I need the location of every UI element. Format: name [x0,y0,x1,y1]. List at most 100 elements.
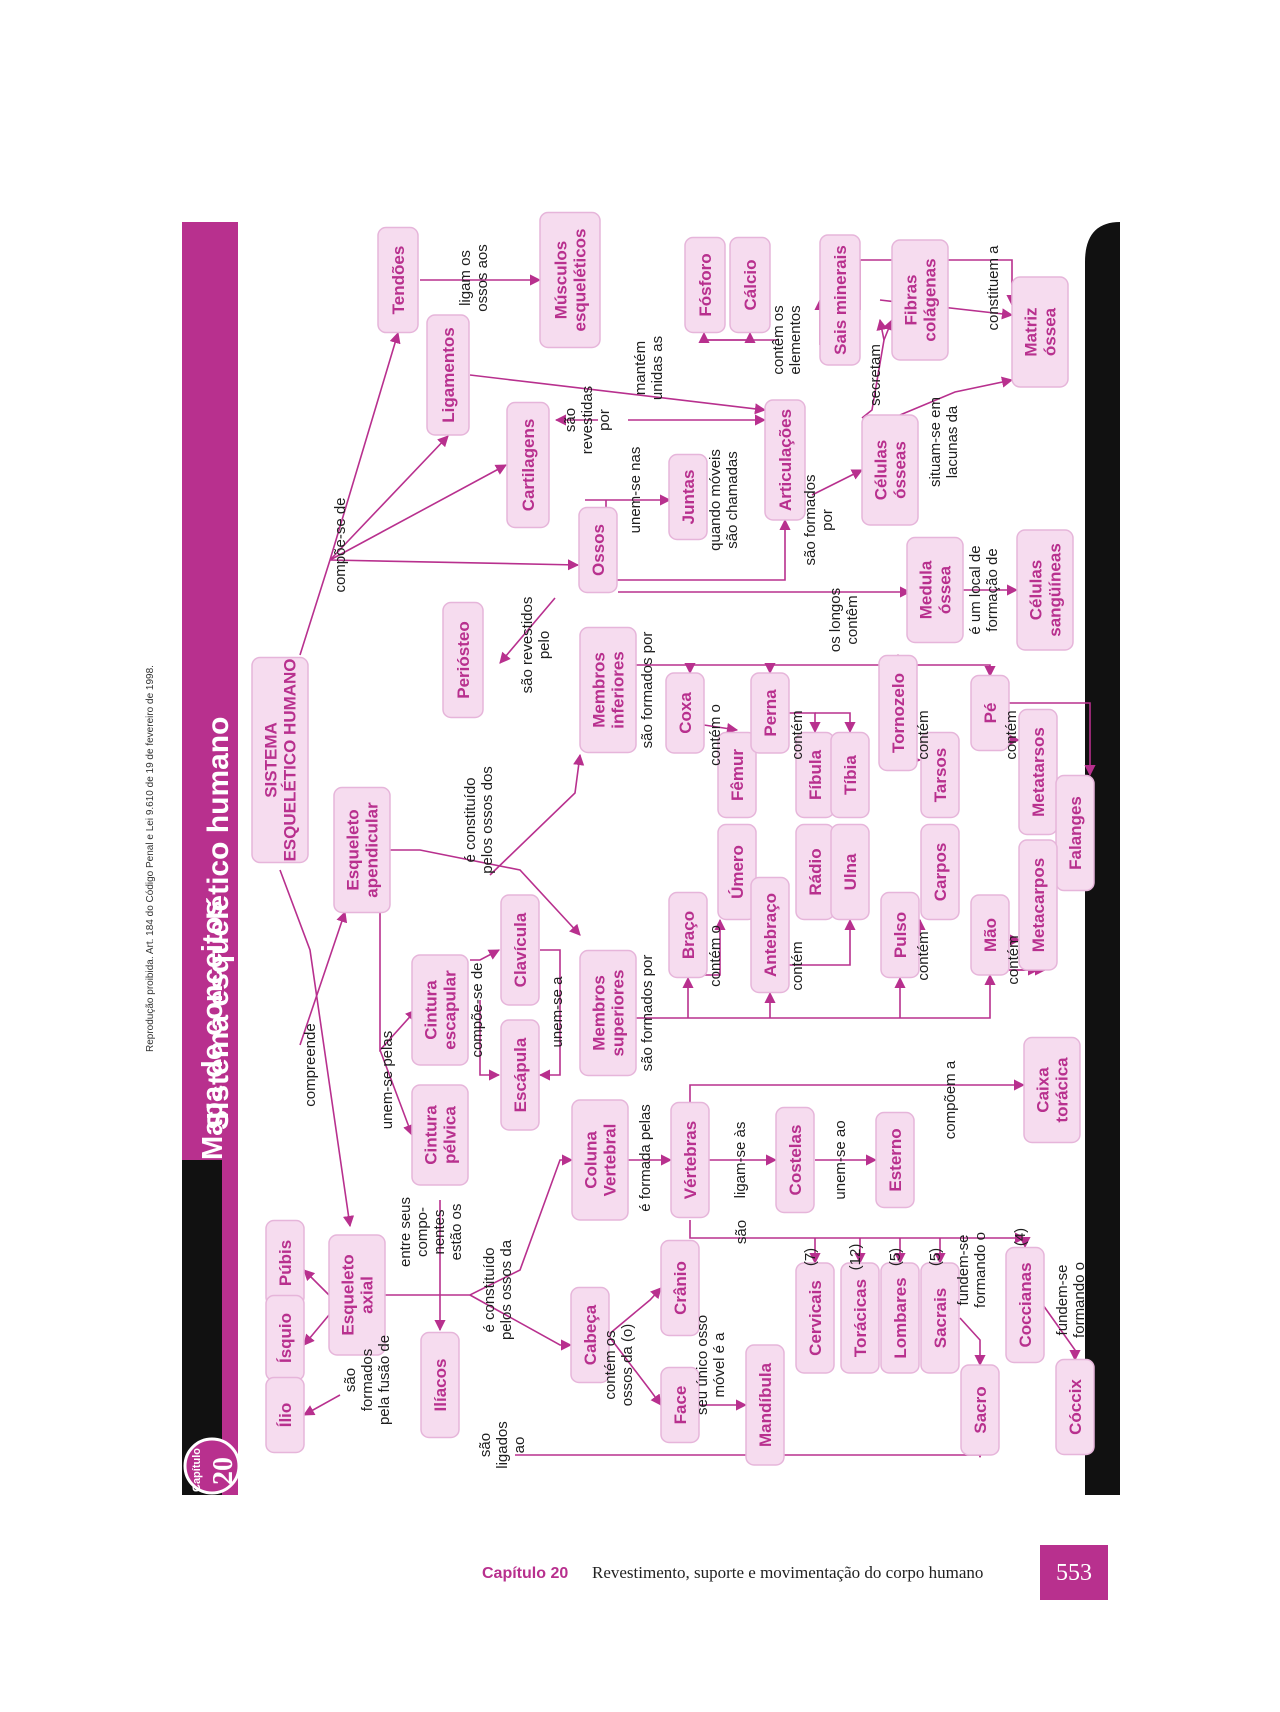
node-clavicula: Clavícula [500,894,540,1006]
edge-line [698,331,778,344]
node-coccix: Cóccix [1055,1358,1095,1456]
label-text: ligam os [457,250,474,306]
node-text: esqueléticos [571,229,590,332]
node-text: Cóccix [1066,1379,1085,1435]
node-box [1055,774,1095,892]
label-text: (7) [802,1248,819,1266]
edge-line [883,318,894,341]
label-text: compõe-se de [469,962,486,1057]
label-count-12: (12) [847,1244,864,1271]
label-text: é um local de [967,545,984,634]
label-text: são [477,1433,494,1457]
node-text: Ossos [589,524,608,576]
label-text: os longos [827,588,844,652]
label-formados-por-inf: são formados por [639,632,656,749]
node-costelas: Costelas [775,1106,815,1214]
page-number-box [1040,1545,1108,1600]
edge-line [329,559,580,571]
edge-line [489,753,585,876]
edge-line [607,1287,662,1336]
edge-line [379,912,417,1053]
node-ulna: Ulna [830,823,870,921]
label-text: fundem-se [955,1235,972,1306]
footer-title: Revestimento, suporte e movimentação do … [592,1563,983,1582]
edge-line [704,918,726,976]
edge-line [479,1000,501,1081]
edge-line [811,469,864,496]
node-box [426,314,470,436]
edge-line [703,722,739,735]
node-box [539,211,601,349]
label-text: (5) [927,1248,944,1266]
node-text: Ílio [276,1403,295,1428]
node-text: Mandíbula [756,1362,775,1447]
node-text: Metatarsos [1029,727,1048,817]
label-unem-se-pelas: unem-se pelas [379,1031,396,1129]
label-text: (5) [887,1248,904,1266]
node-text: Fibras [902,274,921,325]
label-text: é constituído [481,1247,498,1332]
header-band-magenta [182,222,238,1160]
node-box [819,234,861,366]
node-text: Tíbia [841,755,860,795]
node-box [570,1286,610,1384]
node-box [1055,1358,1095,1456]
node-escapula: Escápula [500,1019,540,1131]
edge-line [1042,1304,1081,1362]
right-black-band [1085,222,1120,1495]
edge-line [329,435,449,561]
label-text: são revestidos [519,597,536,694]
label-text: ossos aos [474,244,491,312]
node-tibia: Tíbia [830,731,870,819]
node-pulso: Pulso [880,891,920,979]
chapter-badge [183,1437,241,1495]
node-box [579,949,637,1077]
node-coxa: Coxa [665,672,705,754]
footer-chapter: Capítulo 20 [482,1565,568,1582]
node-text: Antebraço [761,893,780,977]
edge-line [470,949,500,961]
edge-line [469,374,767,415]
node-tarsos: Tarsos [920,731,960,819]
label-text: são formados por [639,955,656,1072]
edge-line [636,973,996,1019]
node-box [665,672,705,754]
node-box [660,1239,700,1337]
edge-line [469,1294,573,1351]
node-cabeca: Cabeça [570,1286,610,1384]
node-box [377,226,419,334]
label-text: seu único osso [694,1315,711,1415]
label-text: por [596,409,613,431]
node-box [729,236,771,334]
node-text: Cabeça [581,1304,600,1365]
label-contem-pe: contém [1003,710,1020,759]
node-box [830,823,870,921]
label-contem-mao: contém [1005,935,1022,984]
node-box [251,656,309,864]
node-text: Ulna [841,853,860,890]
label-text: móvel é a [711,1332,728,1398]
node-text: Costelas [786,1125,805,1196]
node-text: Tarsos [931,748,950,803]
node-text: ESQUELÉTICO HUMANO [281,658,300,861]
node-text: pélvica [441,1106,460,1164]
edge-line [279,869,355,1228]
node-text: axial [358,1276,377,1314]
label-text: são [342,1368,359,1392]
label-text: são formados por [639,632,656,749]
node-text: sangüíneas [1046,543,1065,637]
label-text: pelos ossos dos [479,766,496,874]
edge-line [299,910,348,1046]
label-text: contém [789,710,806,759]
node-box [500,1019,540,1131]
node-box [668,891,708,979]
section-title-group: Mapa de conceitos [197,901,229,1160]
